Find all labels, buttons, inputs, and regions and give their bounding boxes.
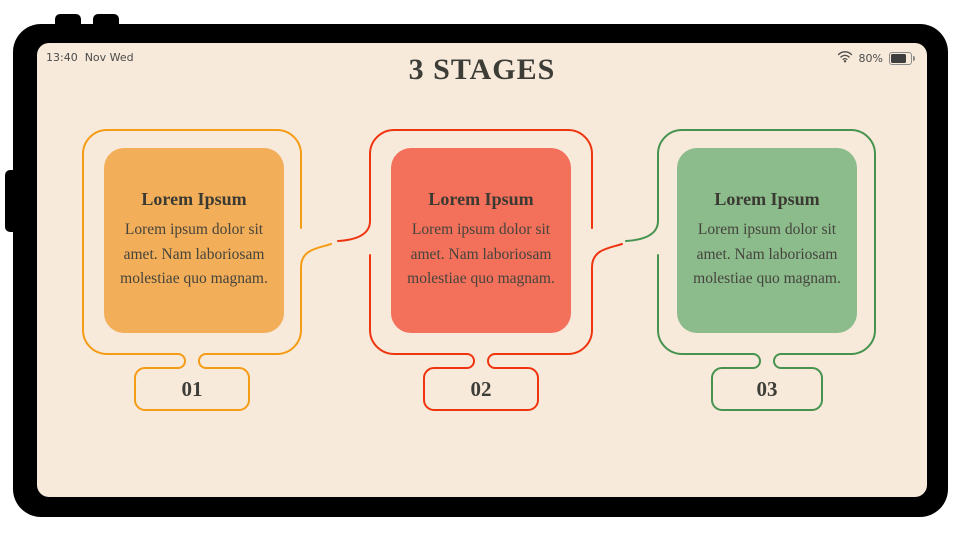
tablet-frame: 13:40 Nov Wed 80% 3 STAGES <box>13 24 948 517</box>
stage-2-heading: Lorem Ipsum <box>428 188 534 209</box>
status-date: Nov Wed <box>84 51 134 64</box>
status-bar-left: 13:40 Nov Wed <box>46 51 134 64</box>
status-bar-right: 80% <box>837 50 915 66</box>
stage-2-number-badge[interactable]: 02 <box>470 377 492 401</box>
stage-3-body: Lorem ipsum dolor sit amet. Nam laborios… <box>693 220 841 288</box>
tablet-screen: 13:40 Nov Wed 80% 3 STAGES <box>37 43 927 497</box>
slide-title: 3 STAGES <box>408 53 556 86</box>
status-time: 13:40 <box>46 51 78 64</box>
stage-2-body: Lorem ipsum dolor sit amet. Nam laborios… <box>407 220 555 288</box>
stage-1-body: Lorem ipsum dolor sit amet. Nam laborios… <box>120 220 268 288</box>
stage-3-number-badge[interactable]: 03 <box>756 377 778 401</box>
stage-3-heading: Lorem Ipsum <box>714 188 820 209</box>
stage-card-2[interactable]: Lorem Ipsum Lorem ipsum dolor sit amet. … <box>391 148 571 333</box>
battery-icon <box>889 51 915 65</box>
wifi-icon <box>837 50 853 66</box>
stage-1-heading: Lorem Ipsum <box>141 188 247 209</box>
stage-1-number-badge[interactable]: 01 <box>181 377 203 401</box>
stage-card-1[interactable]: Lorem Ipsum Lorem ipsum dolor sit amet. … <box>104 148 284 333</box>
stage-card-3[interactable]: Lorem Ipsum Lorem ipsum dolor sit amet. … <box>677 148 857 333</box>
battery-percent-label: 80% <box>858 51 883 65</box>
